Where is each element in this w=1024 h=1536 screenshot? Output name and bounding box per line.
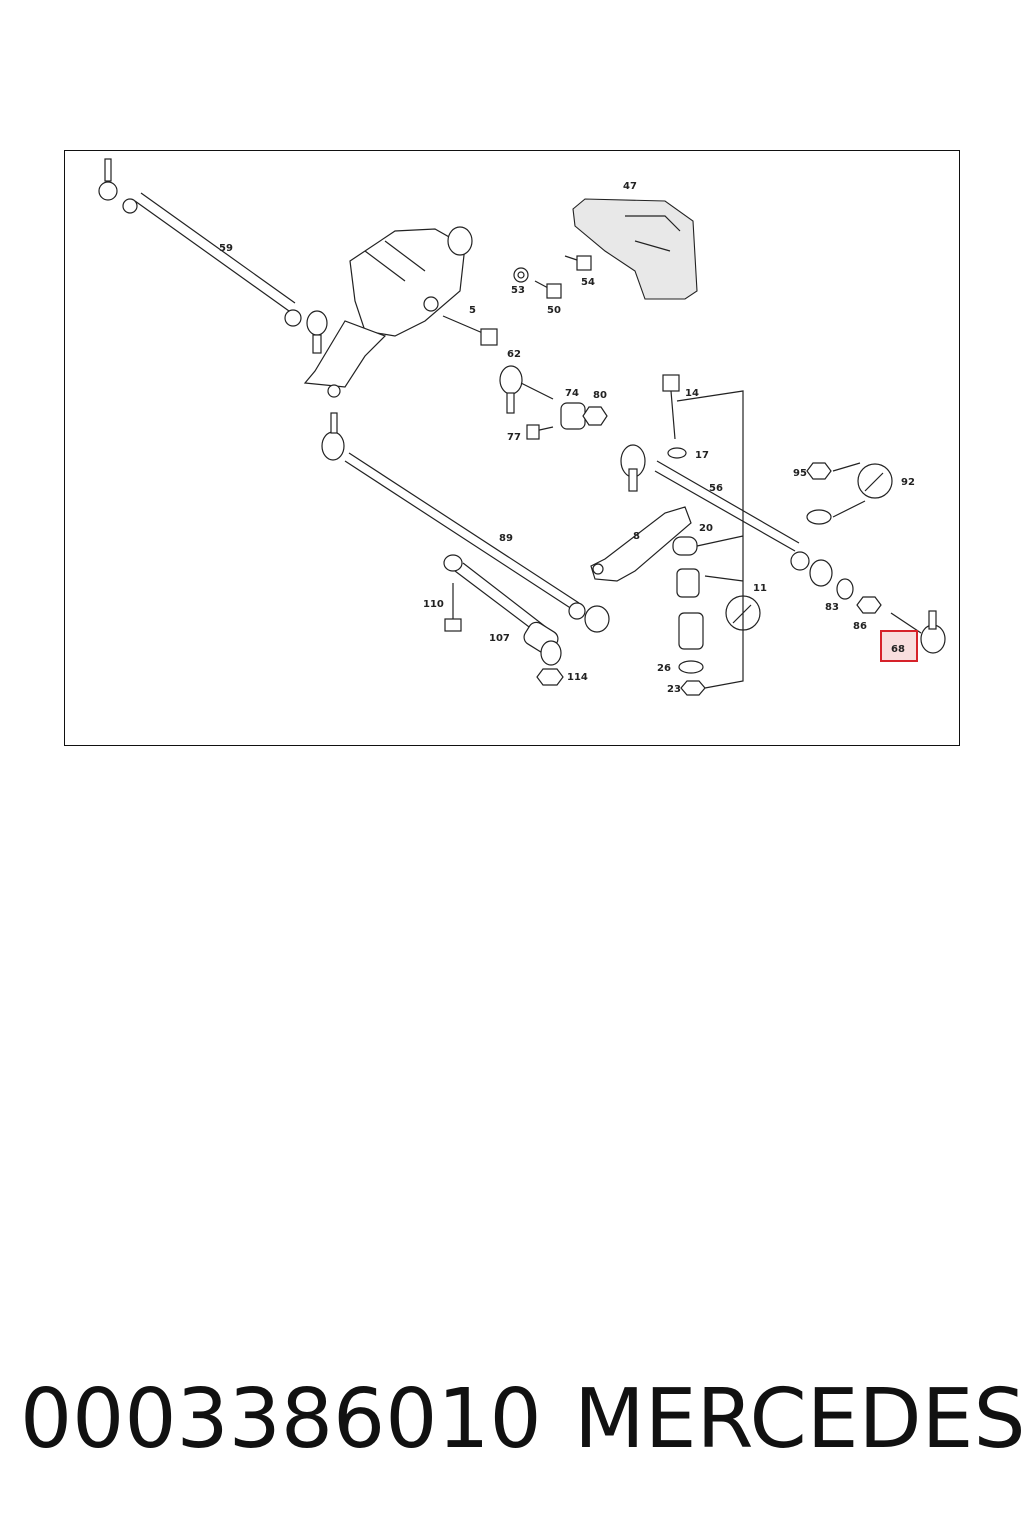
callout-59[interactable]: 59	[219, 243, 233, 254]
brand-name: MERCEDES	[574, 1372, 1024, 1467]
parts-diagram: 59 47 53 54 50 5 62 74 80 77 14 17 56 95…	[64, 150, 960, 746]
callout-23[interactable]: 23	[667, 684, 681, 695]
callout-26[interactable]: 26	[657, 663, 671, 674]
callout-8[interactable]: 8	[633, 531, 640, 542]
callout-107[interactable]: 107	[489, 633, 510, 644]
callout-56[interactable]: 56	[709, 483, 723, 494]
part-86-nut[interactable]	[856, 596, 882, 614]
part-59-tie-rod[interactable]	[98, 158, 328, 354]
callout-92[interactable]: 92	[901, 477, 915, 488]
callout-50[interactable]: 50	[547, 305, 561, 316]
callout-53[interactable]: 53	[511, 285, 525, 296]
part-53-washer[interactable]	[513, 267, 529, 283]
part-83-bushing[interactable]	[836, 578, 854, 600]
part-23-nut[interactable]	[680, 680, 706, 696]
callout-5[interactable]: 5	[469, 305, 476, 316]
callout-47[interactable]: 47	[623, 181, 637, 192]
part-95-nut[interactable]	[806, 462, 832, 480]
callout-74[interactable]: 74	[565, 388, 579, 399]
wrench-icon-92	[857, 463, 893, 499]
part-77-bolt[interactable]	[526, 424, 554, 440]
callout-68-highlight[interactable]	[880, 630, 918, 662]
leader-92	[832, 462, 866, 518]
part-11-bushing-stack[interactable]	[676, 568, 704, 650]
callout-17[interactable]: 17	[695, 450, 709, 461]
part-92-nut[interactable]	[806, 509, 832, 525]
callout-54[interactable]: 54	[581, 277, 595, 288]
callout-77[interactable]: 77	[507, 432, 521, 443]
part-8-idler-arm[interactable]	[590, 506, 692, 582]
part-47-bracket[interactable]	[572, 198, 698, 300]
part-14-bolt[interactable]	[662, 374, 680, 440]
part-62-ball-joint[interactable]	[499, 365, 554, 414]
callout-86[interactable]: 86	[853, 621, 867, 632]
part-number: 0003386010	[20, 1372, 542, 1467]
callout-95[interactable]: 95	[793, 468, 807, 479]
part-107-steering-damper[interactable]	[443, 554, 562, 666]
part-74-bushing[interactable]	[560, 402, 586, 430]
callout-89[interactable]: 89	[499, 533, 513, 544]
callout-62[interactable]: 62	[507, 349, 521, 360]
part-114-nut[interactable]	[536, 668, 564, 686]
callout-11[interactable]: 11	[753, 583, 767, 594]
part-20-bushing[interactable]	[672, 536, 698, 556]
exploded-view-svg: 59 47 53 54 50 5 62 74 80 77 14 17 56 95…	[98, 158, 946, 696]
callout-110[interactable]: 110	[423, 599, 444, 610]
callout-80[interactable]: 80	[593, 390, 607, 401]
steering-gear-box[interactable]	[303, 226, 473, 398]
part-68-ball-joint[interactable]	[890, 610, 946, 654]
part-80-nut[interactable]	[582, 406, 608, 426]
callout-68[interactable]: 68	[891, 644, 905, 655]
footer: 0003386010 MERCEDES	[0, 1370, 1024, 1470]
callout-20[interactable]: 20	[699, 523, 713, 534]
callout-83[interactable]: 83	[825, 602, 839, 613]
part-89-center-link[interactable]	[321, 412, 610, 633]
callout-114[interactable]: 114	[567, 672, 588, 683]
callout-14[interactable]: 14	[685, 388, 699, 399]
part-110-bolt[interactable]	[444, 583, 462, 632]
part-50-bolt[interactable]	[534, 280, 562, 299]
part-5-bolt[interactable]	[442, 315, 498, 346]
grouping-bracket	[676, 390, 744, 689]
part-17-washer[interactable]	[667, 447, 687, 459]
part-54-bolt[interactable]	[564, 255, 592, 271]
part-26-washer[interactable]	[678, 660, 704, 674]
part-56-tie-rod[interactable]	[620, 444, 833, 587]
